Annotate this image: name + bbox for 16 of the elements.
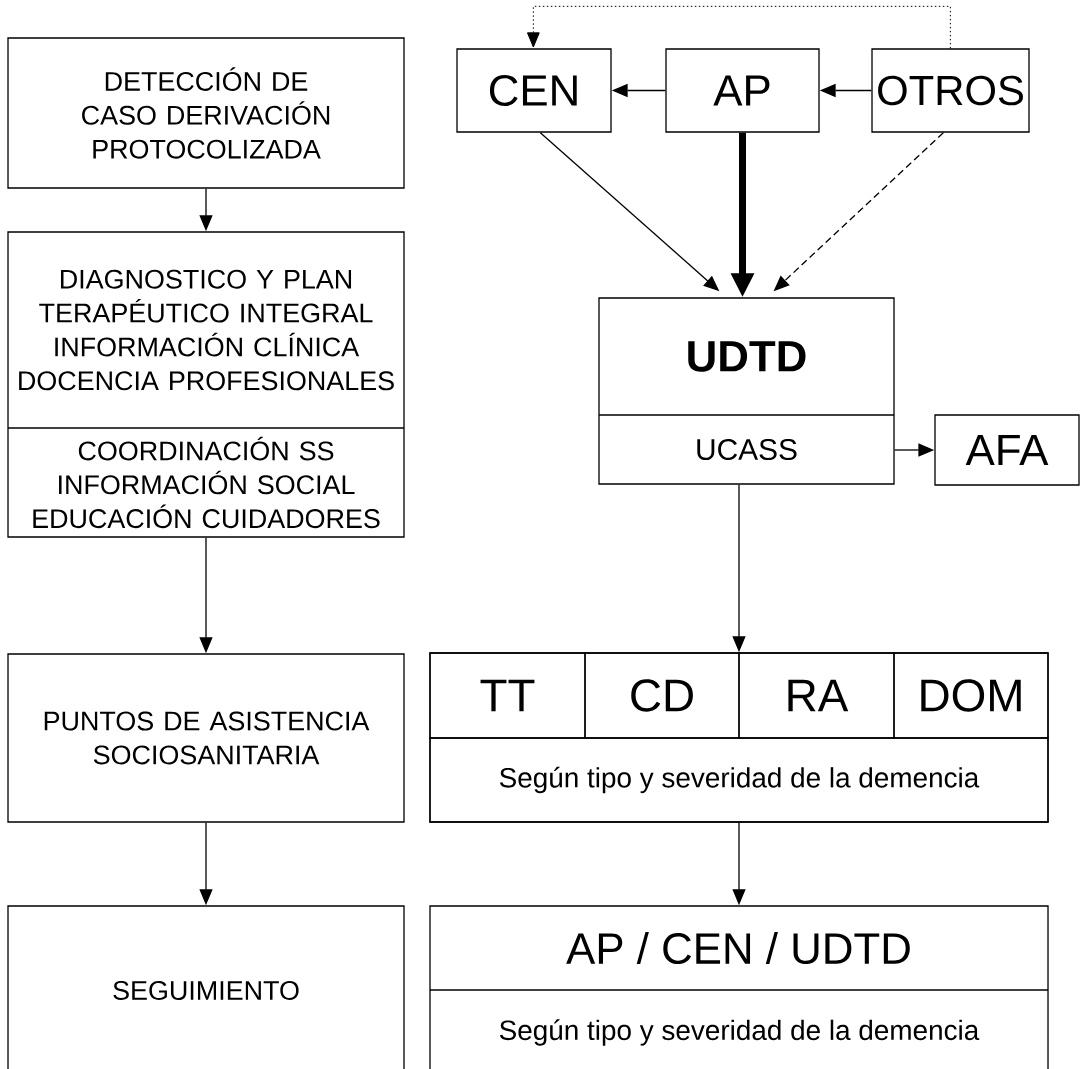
process-box: DETECCIÓN DE CASO DERIVACIÓN PROTOCOLIZADA: [7, 37, 405, 189]
table-cell: DOM: [893, 652, 1049, 739]
process-box: SEGUIMIENTO: [7, 905, 405, 1069]
process-box: OTROS: [871, 48, 1030, 133]
table-cell: Según tipo y severidad de la demencia: [429, 737, 1049, 823]
process-box: DIAGNOSTICO Y PLAN TERAPÉUTICO INTEGRAL INFORMACIÓN CLÍNICA DOCENCIA PROFESIONALES COORDINACIÓN SS INFORMACIÓN SOCIAL EDUCACIÓN CUIDADORES: [7, 231, 405, 538]
table-cell: TT: [429, 652, 586, 739]
process-box: CEN: [456, 48, 612, 133]
table-cell: CD: [584, 652, 740, 739]
process-box: AFA: [934, 414, 1080, 486]
table-cell: RA: [738, 652, 895, 739]
process-box: AP / CEN / UDTD Según tipo y severidad de la demencia: [429, 905, 1049, 1069]
process-box: UDTD UCASS: [598, 297, 895, 485]
process-box: AP: [665, 48, 820, 133]
arrow: [526, 5, 951, 49]
process-box: PUNTOS DE ASISTENCIA SOCIOSANITARIA: [7, 653, 405, 823]
